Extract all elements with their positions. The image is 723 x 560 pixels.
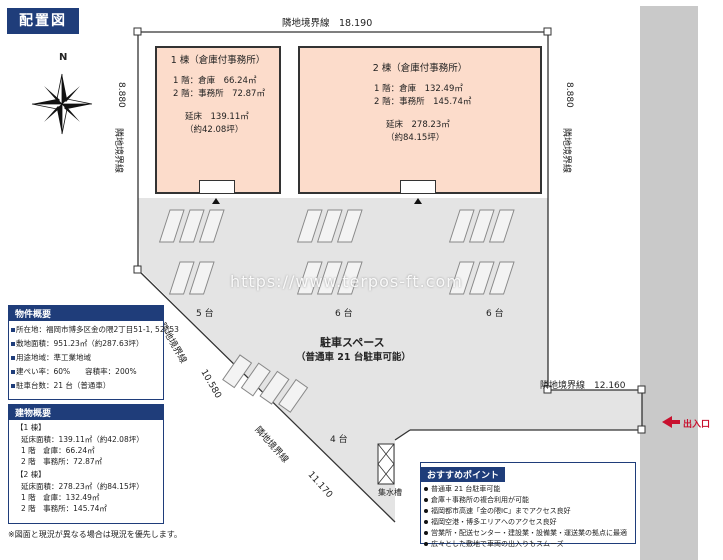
recommend-item: 普通車 21 台駐車可能 xyxy=(421,484,635,495)
recommend-item: 福岡都市高速「金の隈IC」までアクセス良好 xyxy=(421,506,635,517)
building-2-floor2: 2 階：事務所 145.74㎡ xyxy=(374,97,472,107)
parking-title: 駐車スペース xyxy=(320,336,385,349)
boundary-mid-right-label: 隣地境界線 12.160 xyxy=(540,381,626,391)
building-summary-row: 2 階 事務所：72.87㎡ xyxy=(21,457,103,466)
parking-count-d: 4 台 xyxy=(330,435,348,445)
building-1-door xyxy=(199,180,235,194)
building-summary-header: 建物概要 xyxy=(9,405,163,420)
building-summary-row: 2 階 事務所：145.74㎡ xyxy=(21,504,107,513)
road xyxy=(640,6,698,560)
water-tank-label: 集水槽 xyxy=(378,488,402,497)
building-1-total: 延床 139.11㎡ xyxy=(185,112,249,122)
parking-count-a: 5 台 xyxy=(196,309,214,319)
recommend-panel: おすすめポイント 普通車 21 台駐車可能 倉庫＋事務所の複合利用が可能 福岡都… xyxy=(420,462,636,548)
parking-count-b: 6 台 xyxy=(335,309,353,319)
boundary-left-label: 隣地境界線 xyxy=(113,128,123,174)
building-2-name: 2 棟（倉庫付事務所） xyxy=(372,63,468,74)
water-tank-box xyxy=(377,443,395,485)
parking-stalls xyxy=(158,209,515,413)
entrance-label: 出入口 xyxy=(683,420,711,430)
property-row: 駐車台数：21 台（普通車） xyxy=(9,379,163,393)
recommend-header: おすすめポイント xyxy=(421,467,506,482)
building-summary-row: 延床面積：139.11㎡（約42.08坪） xyxy=(21,435,144,444)
recommend-item: 営業所・配送センター・建設業・設備業・運送業の拠点に最適 xyxy=(421,528,635,539)
property-panel: 物件概要 所在地：福岡市博多区金の隈2丁目51-1, 52, 53 敷地面積：9… xyxy=(8,305,179,400)
parking-count-c: 6 台 xyxy=(486,309,504,319)
property-row: 用途地域：準工業地域 xyxy=(9,351,163,365)
boundary-top-label: 隣地境界線 18.190 xyxy=(282,18,373,29)
building-summary-row: 1 階 倉庫：132.49㎡ xyxy=(21,493,100,502)
parking-area xyxy=(138,198,642,522)
footnote: ※図面と現況が異なる場合は現況を優先します。 xyxy=(8,530,182,539)
recommend-item: 広々とした敷地で車両の出入りもスムーズ xyxy=(421,539,635,550)
building-1: 1 棟（倉庫付事務所） 1 階：倉庫 66.24㎡ 2 階：事務所 72.87㎡… xyxy=(155,46,281,204)
recommend-item: 倉庫＋事務所の複合利用が可能 xyxy=(421,495,635,506)
building-1-floor1: 1 階：倉庫 66.24㎡ xyxy=(173,76,257,86)
recommend-item: 福岡空港・博多エリアへのアクセス良好 xyxy=(421,517,635,528)
building-2-tsubo: （約84.15坪） xyxy=(386,133,445,143)
building-summary-row: 延床面積：278.23㎡（約84.15坪） xyxy=(21,482,144,491)
parking-subtitle: （普通車 21 台駐車可能） xyxy=(296,352,411,363)
compass-north-label: N xyxy=(59,52,68,63)
watermark: https://www.terpos-ft.com xyxy=(230,272,463,291)
boundary-right-label: 隣地境界線 xyxy=(561,128,571,174)
property-header: 物件概要 xyxy=(9,306,163,321)
building-summary-b2-head: 【2 棟】 xyxy=(16,470,46,479)
building-1-name: 1 棟（倉庫付事務所） xyxy=(170,55,266,66)
property-row: 敷地面積：951.23㎡（約287.63坪） xyxy=(9,337,163,351)
building-2-entry-icon xyxy=(414,198,422,204)
boundary-left-value: 8.880 xyxy=(116,82,126,108)
boundary-right-value: 8.880 xyxy=(564,82,574,108)
building-2-door xyxy=(400,180,436,194)
building-2: 2 棟（倉庫付事務所） 1 階：倉庫 132.49㎡ 2 階：事務所 145.7… xyxy=(298,46,542,204)
building-1-floor2: 2 階：事務所 72.87㎡ xyxy=(173,89,265,99)
property-row: 建ぺい率：60% 容積率：200% xyxy=(9,365,163,379)
building-summary-row: 1 階 倉庫：66.24㎡ xyxy=(21,446,95,455)
building-2-total: 延床 278.23㎡ xyxy=(386,120,450,130)
building-1-tsubo: （約42.08坪） xyxy=(185,125,244,135)
corner-markers xyxy=(133,27,646,434)
page-title: 配置図 xyxy=(7,8,79,34)
property-row: 所在地：福岡市博多区金の隈2丁目51-1, 52, 53 xyxy=(9,323,179,337)
entrance-arrow xyxy=(662,416,680,428)
building-summary-b1-head: 【1 棟】 xyxy=(16,423,46,432)
building-summary-panel: 建物概要 【1 棟】 延床面積：139.11㎡（約42.08坪） 1 階 倉庫：… xyxy=(8,404,164,524)
compass-icon xyxy=(31,73,93,135)
building-2-floor1: 1 階：倉庫 132.49㎡ xyxy=(374,84,463,94)
building-1-entry-icon xyxy=(212,198,220,204)
